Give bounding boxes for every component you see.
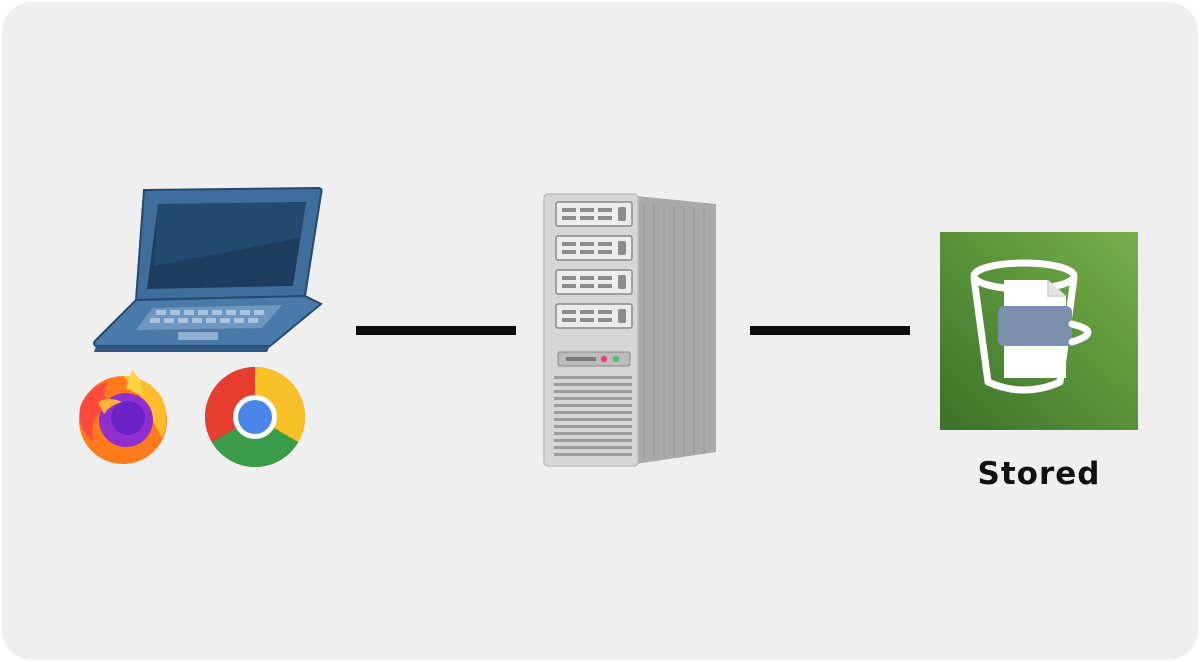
storage-label: Stored <box>977 456 1101 492</box>
laptop-icon <box>93 186 323 352</box>
connector-server-storage <box>750 326 910 335</box>
storage-bucket-icon <box>940 232 1138 430</box>
server-tower-icon <box>543 193 716 467</box>
firefox-icon <box>79 370 167 464</box>
chrome-icon <box>205 367 305 467</box>
connector-client-server <box>356 326 516 335</box>
